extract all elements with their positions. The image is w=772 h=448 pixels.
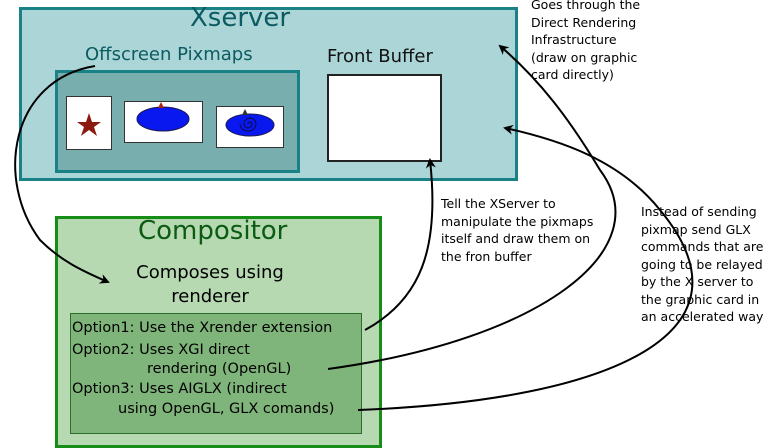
note-line: Infrastructure	[531, 32, 617, 47]
xserver-title: Xserver	[190, 3, 291, 33]
option1-text: Option1: Use the Xrender extension	[72, 320, 333, 336]
front-buffer-box	[327, 74, 442, 162]
note-dri: Goes through the Direct Rendering Infras…	[531, 0, 640, 84]
offscreen-pixmaps-label: Offscreen Pixmaps	[85, 44, 253, 65]
note-line: (draw on graphic	[531, 49, 638, 65]
note-line: manipulate the pixmaps	[441, 213, 594, 229]
note-line: going to be relayed	[641, 256, 763, 272]
note-line: Tell the XServer to	[441, 196, 556, 211]
front-buffer-label: Front Buffer	[327, 46, 433, 67]
arrow-option2-to-xserver	[327, 44, 617, 370]
pixmap-ellipse	[124, 101, 203, 143]
note-line: Goes through the	[531, 0, 641, 12]
note-line: commands that are	[641, 239, 764, 254]
arrow-option1-to-front-buffer	[364, 158, 436, 331]
arrow-pixmaps-to-compositor	[14, 65, 110, 284]
star-icon	[77, 113, 101, 136]
composes-line: renderer	[171, 286, 249, 307]
option2-text-cont: rendering (OpenGL)	[147, 361, 292, 377]
composes-label: Composes using renderer	[120, 261, 300, 309]
note-line: pixmap send GLX	[641, 221, 751, 237]
composes-line: Composes using	[136, 262, 284, 283]
option3-text: Option3: Uses AIGLX (indirect	[72, 381, 287, 397]
note-xrender: Tell the XServer to manipulate the pixma…	[441, 195, 593, 265]
note-line: Instead of sending	[641, 204, 757, 219]
option3-text-cont: using OpenGL, GLX comands)	[118, 401, 335, 417]
arrow-option3-to-xserver	[357, 124, 694, 411]
options-box	[70, 313, 362, 434]
spiral-ellipse-icon	[225, 109, 275, 137]
note-line: the fron buffer	[441, 248, 532, 264]
pixmap-star	[66, 96, 112, 150]
note-line: by the X server to	[641, 274, 754, 289]
note-line: Direct Rendering	[531, 14, 637, 30]
offscreen-pixmaps-box	[55, 70, 300, 173]
ellipse-icon	[136, 102, 190, 132]
pixmap-spiral-ellipse	[216, 106, 284, 148]
compositor-title: Compositor	[138, 216, 288, 246]
note-line: the graphic card in	[641, 291, 760, 307]
note-line: card directly)	[531, 67, 614, 82]
note-line: itself and draw them on	[441, 231, 591, 246]
note-glx: Instead of sending pixmap send GLX comma…	[641, 203, 763, 326]
option2-text: Option2: Uses XGI direct	[72, 342, 250, 358]
note-line: an accelerated way	[641, 309, 764, 324]
